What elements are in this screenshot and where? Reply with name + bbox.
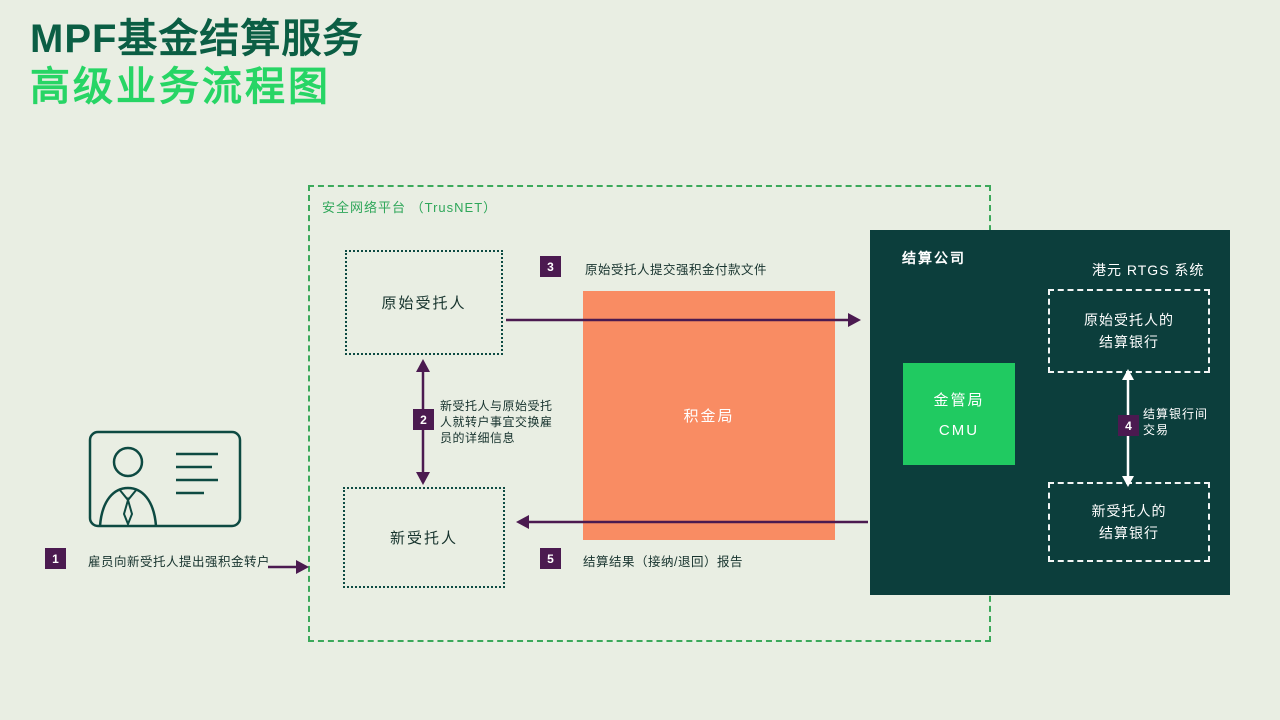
step-5-badge: 5 [540, 548, 561, 569]
employee-id-card-icon [88, 430, 242, 528]
arrow-employee-to-new-trustee [268, 560, 309, 574]
mpfa-label: 积金局 [683, 408, 735, 425]
secure-network-label: 安全网络平台 （TrusNET） [322, 200, 498, 215]
step-3-badge: 3 [540, 256, 561, 277]
step-4-badge: 4 [1118, 415, 1139, 436]
step-3-label: 原始受托人提交强积金付款文件 [585, 263, 768, 277]
new-trustee-label: 新受托人 [389, 530, 458, 547]
step-4-label: 结算银行间交易 [1143, 407, 1209, 438]
original-trustee-bank-line1: 原始受托人的 [1084, 311, 1174, 328]
step-1-badge: 1 [45, 548, 66, 569]
rtgs-system-label: 港元 RTGS 系统 [1092, 262, 1205, 278]
step-1-label: 雇员向新受托人提出强积金转户 [88, 555, 271, 569]
step-5-label: 结算结果（接纳/退回）报告 [583, 555, 743, 569]
hkma-label: 金管局 [933, 392, 985, 409]
mpfa-node: 积金局 [583, 291, 835, 540]
new-trustee-bank-line1: 新受托人的 [1091, 502, 1167, 519]
settlement-company-panel: 结算公司 港元 RTGS 系统 原始受托人的 结算银行 新受托人的 结算银行 金… [870, 230, 1230, 595]
new-trustee-bank-line2: 结算银行 [1099, 525, 1159, 541]
hkma-cmu-node: 金管局 CMU [903, 363, 1015, 465]
step-2-badge: 2 [413, 409, 434, 430]
page-subtitle: 高级业务流程图 [30, 65, 331, 109]
new-trustee-node: 新受托人 [343, 487, 505, 588]
page-title: MPF基金结算服务 [30, 17, 364, 61]
original-trustee-bank-node: 原始受托人的 结算银行 [1048, 289, 1210, 373]
new-trustee-bank-node: 新受托人的 结算银行 [1048, 482, 1210, 562]
original-trustee-node: 原始受托人 [345, 250, 503, 355]
step-2-label: 新受托人与原始受托人就转户事宜交换雇员的详细信息 [440, 399, 553, 446]
original-trustee-bank-line2: 结算银行 [1099, 334, 1159, 350]
cmu-label: CMU [938, 422, 980, 439]
original-trustee-label: 原始受托人 [381, 295, 467, 312]
settlement-company-label: 结算公司 [902, 250, 966, 266]
